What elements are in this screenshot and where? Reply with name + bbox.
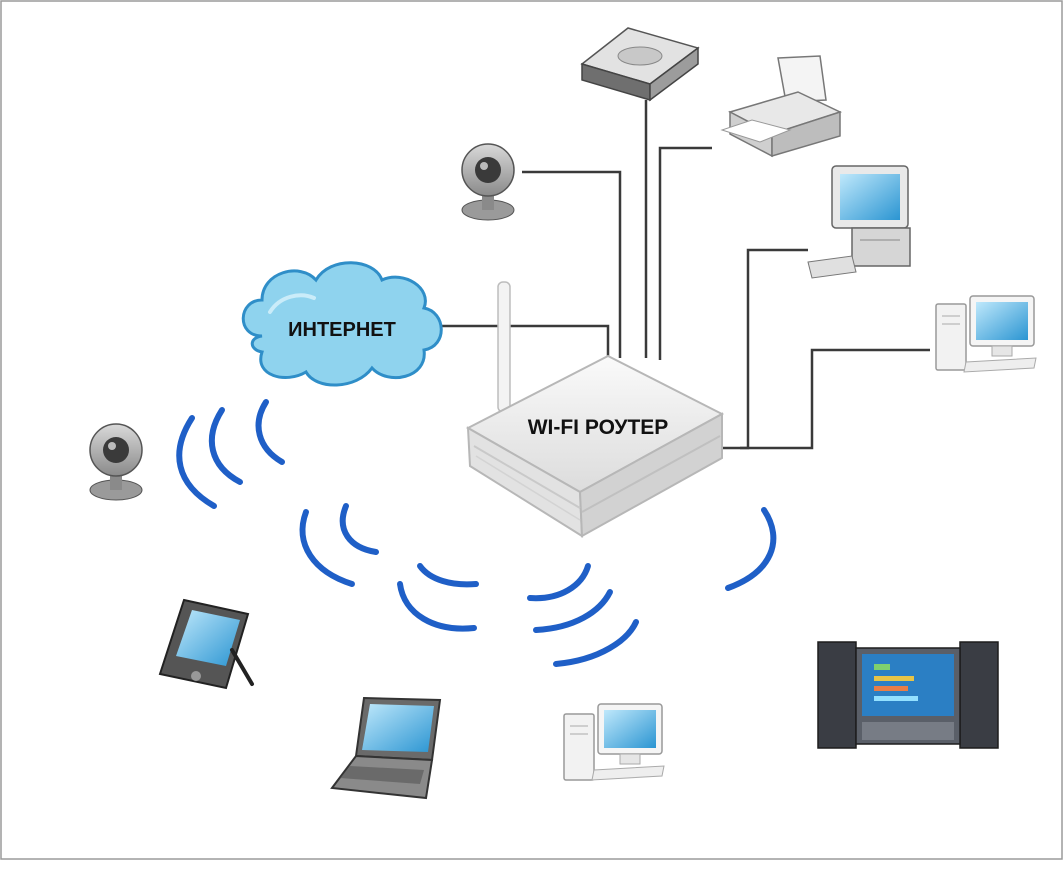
cloud-icon: [241, 261, 443, 387]
wireless-signals: [176, 399, 777, 667]
hard-drive: [580, 27, 700, 102]
wave-icon: [553, 619, 639, 667]
wire-desktop: [700, 248, 808, 450]
wire-webcam: [522, 170, 622, 358]
webcam-wireless: [89, 423, 143, 501]
pda: [158, 598, 254, 690]
printer-icon: [720, 55, 843, 158]
wave-icon: [725, 507, 777, 591]
wave-icon: [255, 399, 285, 465]
webcam-icon: [461, 143, 515, 221]
desktop-pc: [807, 165, 911, 279]
internet-label: ИНТЕРНЕТ: [288, 319, 396, 341]
white-pc-wireless: [563, 703, 665, 781]
media-center-icon: [817, 641, 999, 749]
wire-white-pc: [740, 348, 930, 450]
webcam-wired: [461, 143, 515, 221]
wave-icon: [176, 415, 217, 509]
media-center: [817, 641, 999, 749]
internet-cloud: ИНТЕРНЕТ: [241, 261, 443, 387]
pda-icon: [158, 598, 254, 690]
webcam-icon: [89, 423, 143, 501]
printer: [720, 55, 843, 158]
wired-connections: [442, 100, 930, 450]
hard-drive-icon: [580, 27, 700, 102]
wave-icon: [299, 509, 355, 587]
wire-internet: [442, 324, 610, 360]
desktop-pc-icon: [807, 165, 911, 279]
router: WI-FI РОУТЕР: [465, 281, 725, 538]
white-pc-wired: [935, 295, 1037, 373]
router-icon: [465, 281, 725, 538]
wave-icon: [397, 581, 477, 632]
wave-icon: [527, 563, 591, 602]
white-pc-icon: [935, 295, 1037, 373]
wave-icon: [417, 563, 479, 588]
laptop: [330, 696, 442, 800]
white-pc-icon: [563, 703, 665, 781]
wave-icon: [533, 589, 613, 633]
wave-icon: [208, 407, 243, 485]
wave-icon: [339, 503, 379, 555]
wire-printer: [658, 146, 712, 360]
laptop-icon: [330, 696, 442, 800]
router-label: WI-FI РОУТЕР: [528, 416, 669, 439]
